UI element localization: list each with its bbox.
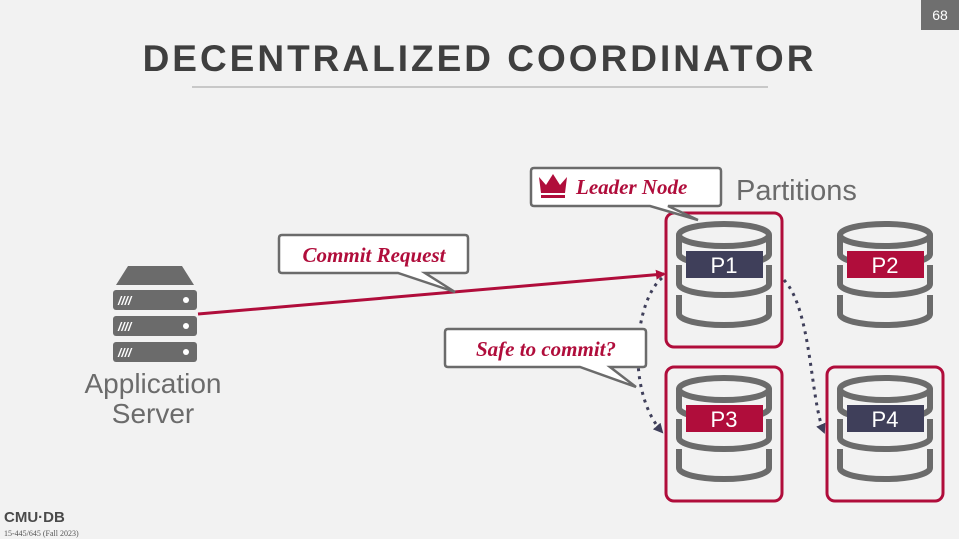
commit-request-arrow bbox=[197, 269, 666, 316]
server-label-line1: Application bbox=[85, 368, 222, 399]
database-icon bbox=[837, 375, 933, 482]
cmu-db-logo: CMU·DB bbox=[4, 509, 65, 526]
safe-to-commit-callout: Safe to commit? bbox=[443, 327, 648, 389]
p2-label-bg bbox=[847, 251, 924, 278]
svg-text:////: //// bbox=[117, 320, 133, 334]
crown-icon bbox=[539, 174, 567, 198]
slide-number: 68 bbox=[921, 0, 959, 30]
partition-label-p1: P1 bbox=[711, 253, 738, 278]
p3-highlight-box bbox=[664, 365, 784, 503]
title-underline bbox=[192, 86, 768, 88]
partitions-heading: Partitions bbox=[736, 175, 857, 207]
leader-node-callout: Leader Node bbox=[529, 166, 723, 222]
svg-text:////: //// bbox=[117, 346, 133, 360]
course-label: 15-445/645 (Fall 2023) bbox=[4, 529, 79, 538]
safe-to-commit-label: Safe to commit? bbox=[476, 337, 616, 361]
partition-label-p3: P3 bbox=[711, 407, 738, 432]
p1-label-bg bbox=[686, 251, 763, 278]
commit-request-label: Commit Request bbox=[303, 243, 447, 267]
p4-label-bg bbox=[847, 405, 924, 432]
p4-highlight-box bbox=[825, 365, 945, 503]
commit-request-callout: Commit Request bbox=[277, 233, 470, 294]
partition-label-p4: P4 bbox=[872, 407, 899, 432]
partition-label-p2: P2 bbox=[872, 253, 899, 278]
server-icon: //// //// //// bbox=[113, 266, 197, 362]
p3-label-bg bbox=[686, 405, 763, 432]
svg-text:////: //// bbox=[117, 294, 133, 308]
slide-title: DECENTRALIZED COORDINATOR bbox=[142, 38, 817, 79]
leader-highlight-box bbox=[664, 211, 784, 349]
leader-node-label: Leader Node bbox=[575, 175, 687, 199]
server-label-line2: Server bbox=[112, 398, 194, 429]
p1-to-p3-arrow bbox=[636, 276, 664, 434]
p1-to-p4-arrow bbox=[782, 278, 826, 434]
